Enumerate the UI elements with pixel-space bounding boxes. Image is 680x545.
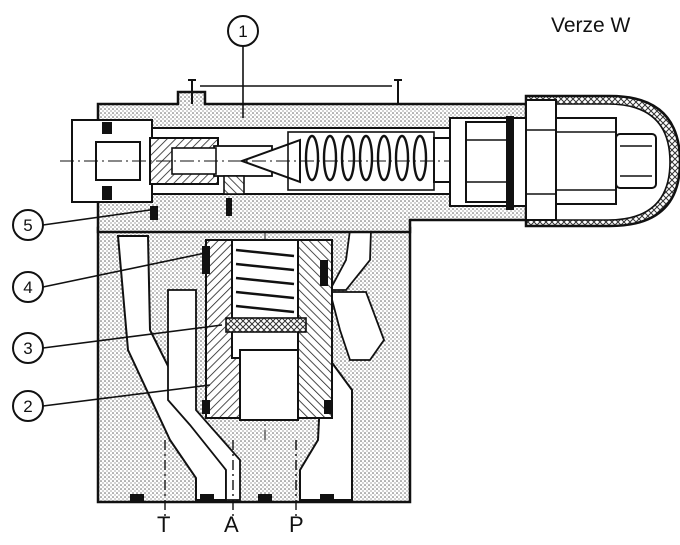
callout-2-number: 2	[23, 397, 32, 416]
main-spool	[202, 239, 333, 421]
main-spring	[235, 248, 295, 328]
callout-3: 3	[12, 324, 223, 364]
callout-3-number: 3	[23, 339, 32, 358]
pilot-spring	[304, 134, 428, 182]
callout-1: 1	[227, 15, 259, 118]
pilot-bore	[60, 119, 680, 220]
adjusting-screw	[449, 94, 680, 228]
callout-1-number: 1	[238, 22, 247, 41]
callout-4: 4	[12, 251, 211, 303]
port-label-a: A	[224, 512, 239, 537]
callout-4-number: 4	[23, 278, 32, 297]
version-label: Verze W	[551, 14, 631, 37]
port-label-p: P	[289, 512, 304, 537]
port-label-t: T	[157, 512, 171, 537]
callout-5: 5	[12, 209, 151, 241]
callout-5-number: 5	[23, 216, 32, 235]
callout-2: 2	[12, 384, 211, 422]
